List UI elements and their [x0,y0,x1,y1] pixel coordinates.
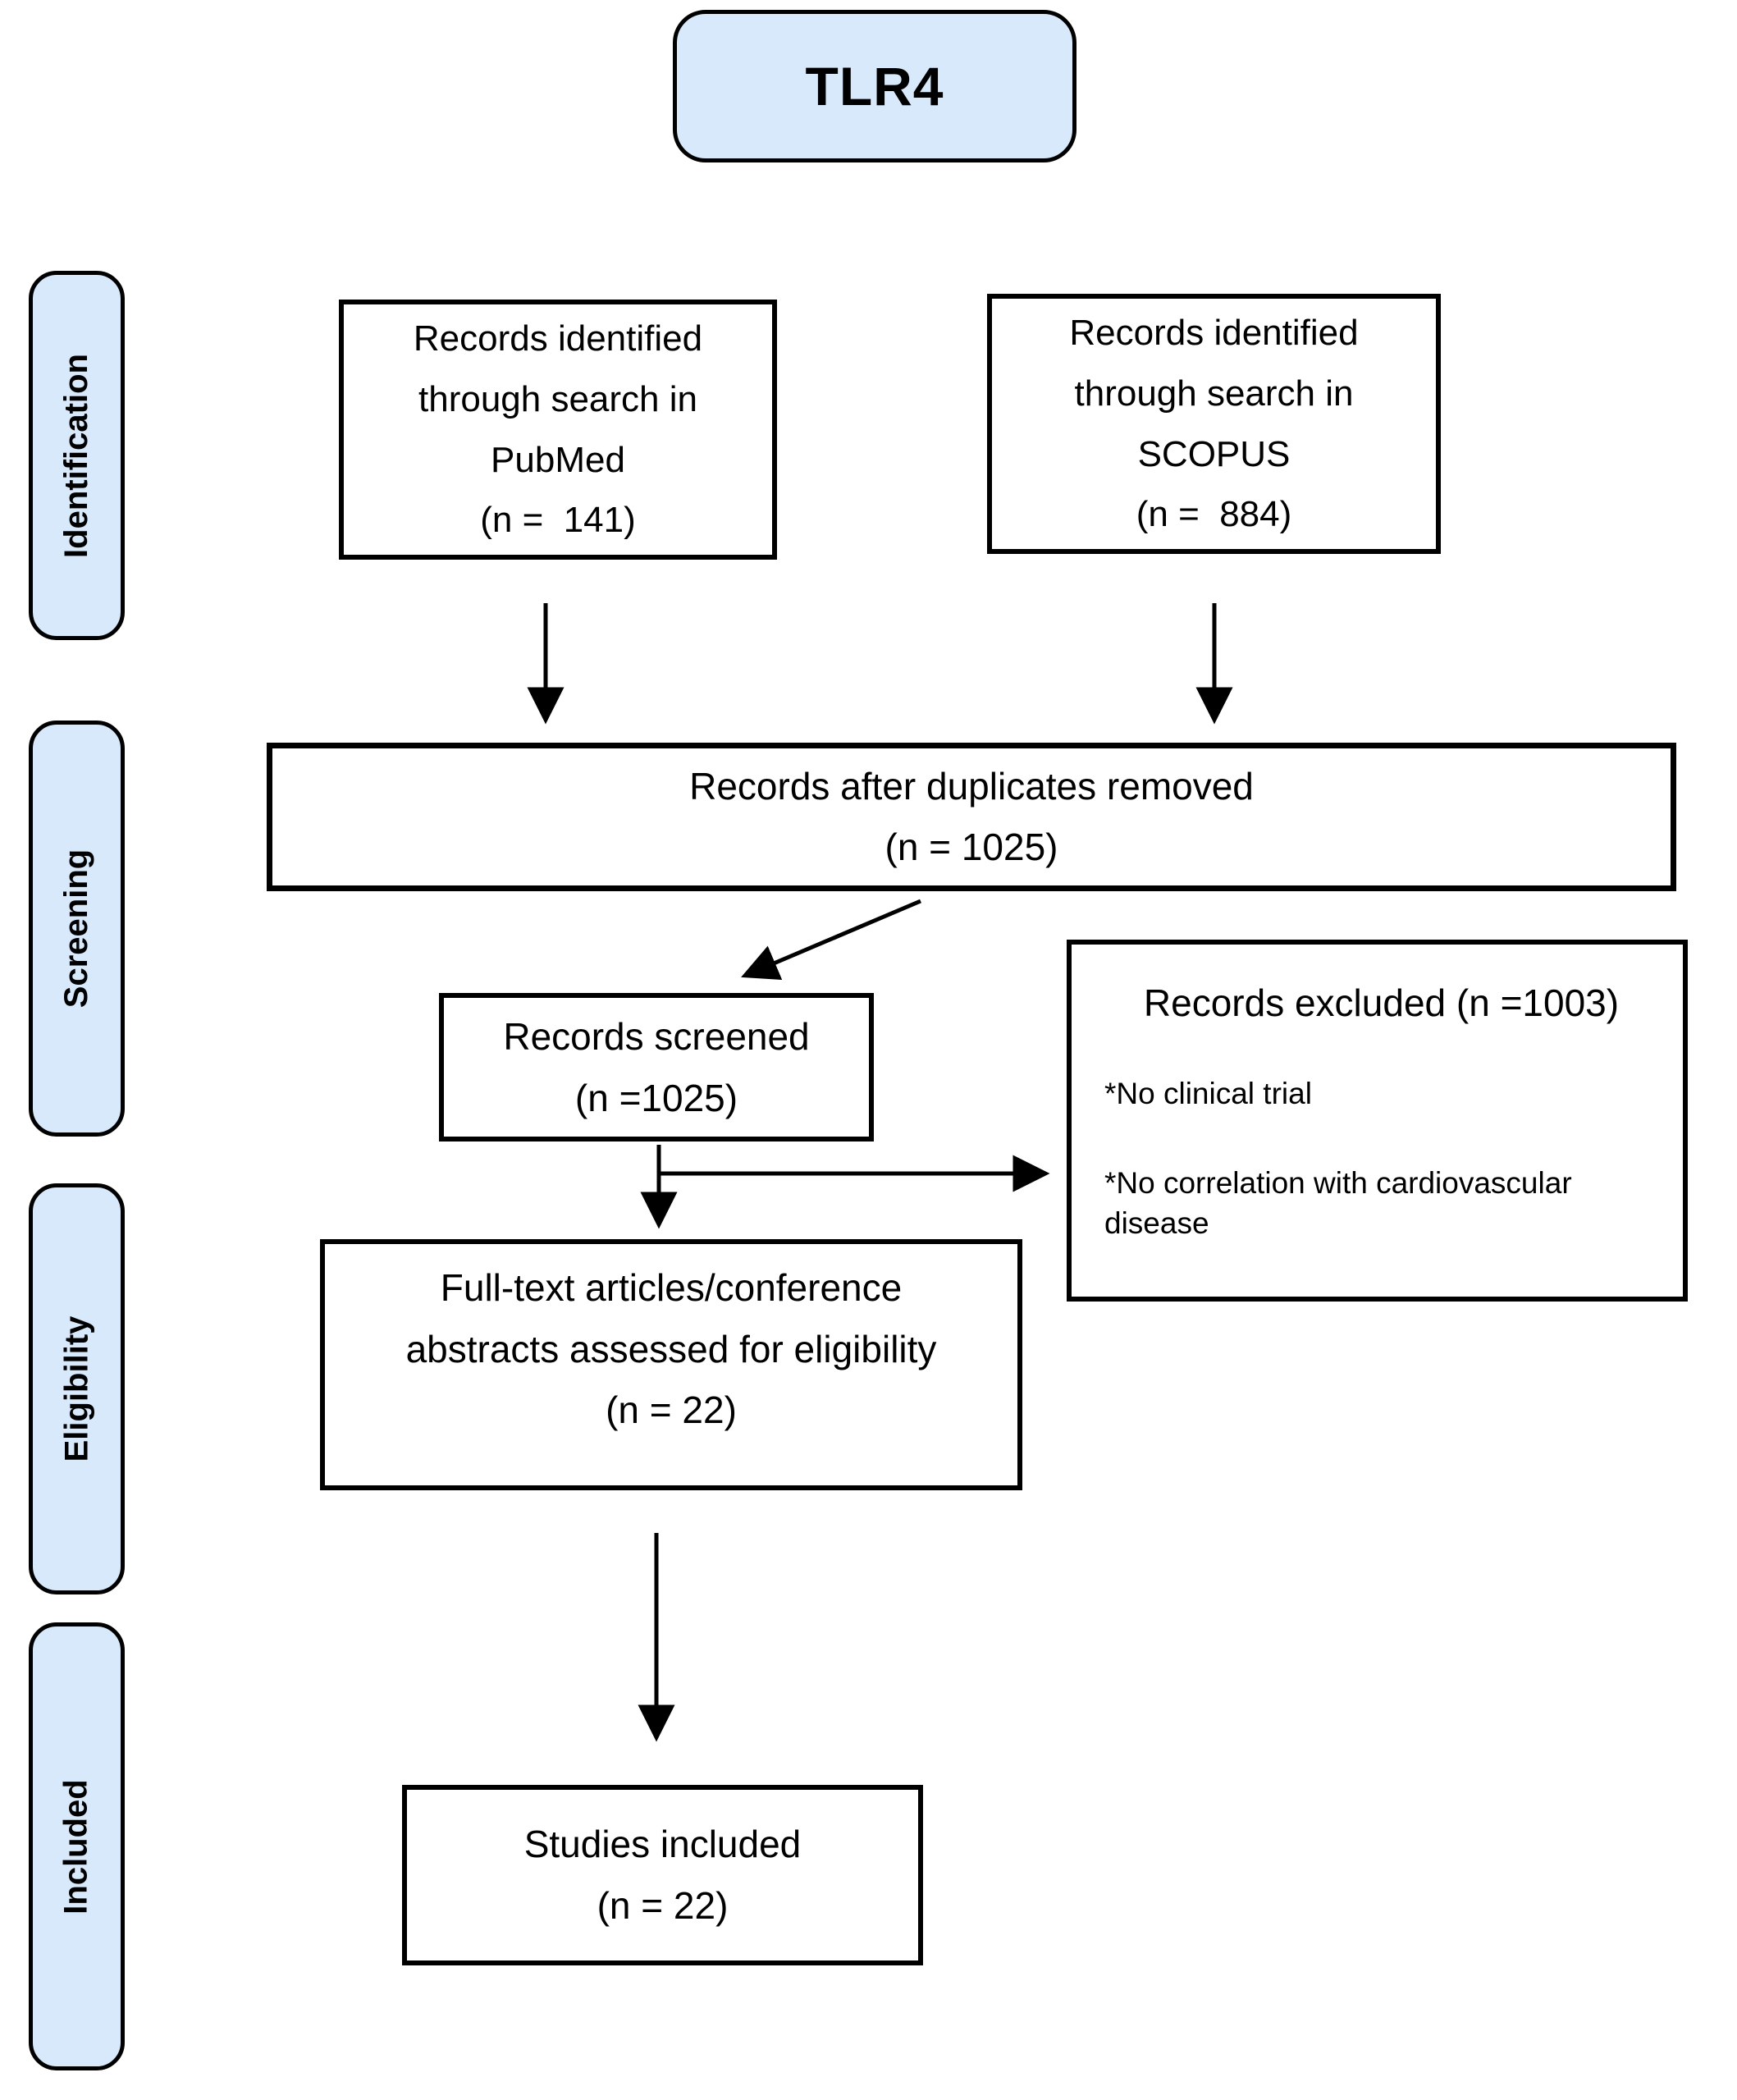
stage-eligibility: Eligibility [29,1183,125,1594]
title-box: TLR4 [673,10,1076,162]
stage-included-label: Included [58,1778,95,1915]
box-line: SCOPUS [1137,433,1291,474]
box-line: (n = 141) [480,500,636,541]
box-line: through search in [1074,373,1354,414]
exclusion-reason: *No clinical trial [1104,1077,1312,1110]
box-line: Records screened [503,1014,810,1058]
box-duplicates-removed: Records after duplicates removed (n = 10… [267,743,1676,891]
box-line: abstracts assessed for eligibility [405,1327,937,1370]
box-fulltext-assessed: Full-text articles/conference abstracts … [320,1239,1022,1490]
box-line: (n = 1025) [884,825,1058,868]
box-studies-included: Studies included (n = 22) [402,1785,923,1965]
stage-screening: Screening [29,721,125,1137]
exclusion-reason: *No correlation with cardiovascular dise… [1104,1165,1572,1240]
box-records-scopus: Records identified through search in SCO… [987,294,1441,554]
stage-screening-label: Screening [58,849,94,1009]
box-line: (n = 22) [606,1389,737,1432]
box-line: Studies included [523,1823,802,1866]
box-line: Records identified [413,318,703,359]
box-line: (n = 884) [1136,494,1292,535]
stage-included: Included [29,1622,125,2070]
arrow-duplicates-to-screened [741,899,921,981]
box-records-pubmed: Records identified through search in Pub… [339,300,777,560]
box-line: through search in [418,378,697,419]
title-label: TLR4 [805,56,944,117]
stage-eligibility-label: Eligibility [58,1315,95,1462]
box-line: (n = 22) [597,1884,729,1927]
box-line: Records after duplicates removed [689,764,1254,808]
box-records-screened: Records screened (n =1025) [439,993,874,1142]
box-line: PubMed [491,439,625,480]
stage-identification: Identification [29,271,125,640]
box-line: Records identified [1069,312,1359,353]
box-line: (n =1025) [574,1076,738,1119]
excluded-title: Records excluded (n =1003) [1143,981,1620,1024]
box-line: Full-text articles/conference [440,1266,903,1309]
box-records-excluded: Records excluded (n =1003) *No clinical … [1067,940,1688,1302]
stage-identification-label: Identification [58,353,95,558]
